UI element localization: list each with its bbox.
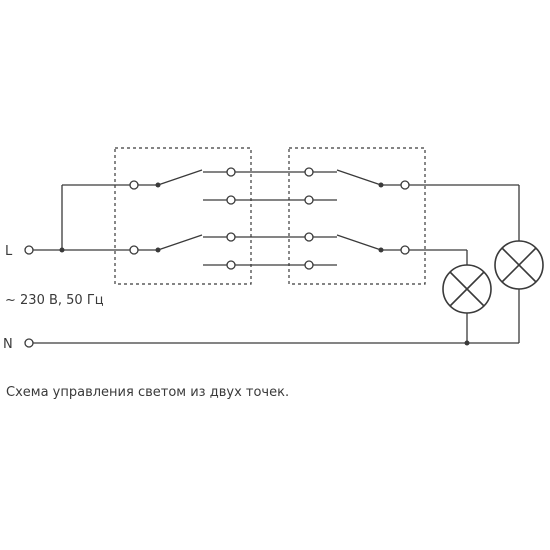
switch-lever <box>157 234 203 251</box>
terminal <box>226 260 236 270</box>
switch-lever <box>336 169 382 186</box>
diagram-caption: Схема управления светом из двух точек. <box>6 385 290 400</box>
terminal <box>226 167 236 177</box>
junction-n <box>464 340 470 346</box>
switch-box-2 <box>288 147 426 285</box>
lamp-1-cross <box>449 271 485 307</box>
terminal-l <box>24 245 34 255</box>
terminal <box>304 195 314 205</box>
terminal <box>304 167 314 177</box>
terminal <box>129 180 139 190</box>
label-n: N <box>3 337 13 352</box>
terminal <box>226 232 236 242</box>
terminal <box>304 232 314 242</box>
switch-box-1 <box>114 147 252 285</box>
terminal <box>400 245 410 255</box>
switch-lever <box>157 169 203 186</box>
terminal <box>129 245 139 255</box>
label-l: L <box>5 244 13 259</box>
terminal <box>400 180 410 190</box>
terminal-n <box>24 338 34 348</box>
lamp-2-cross <box>501 247 537 283</box>
switch-lever <box>336 234 382 251</box>
terminal <box>226 195 236 205</box>
terminal <box>304 260 314 270</box>
label-supply: ~ 230 В, 50 Гц <box>5 293 104 308</box>
